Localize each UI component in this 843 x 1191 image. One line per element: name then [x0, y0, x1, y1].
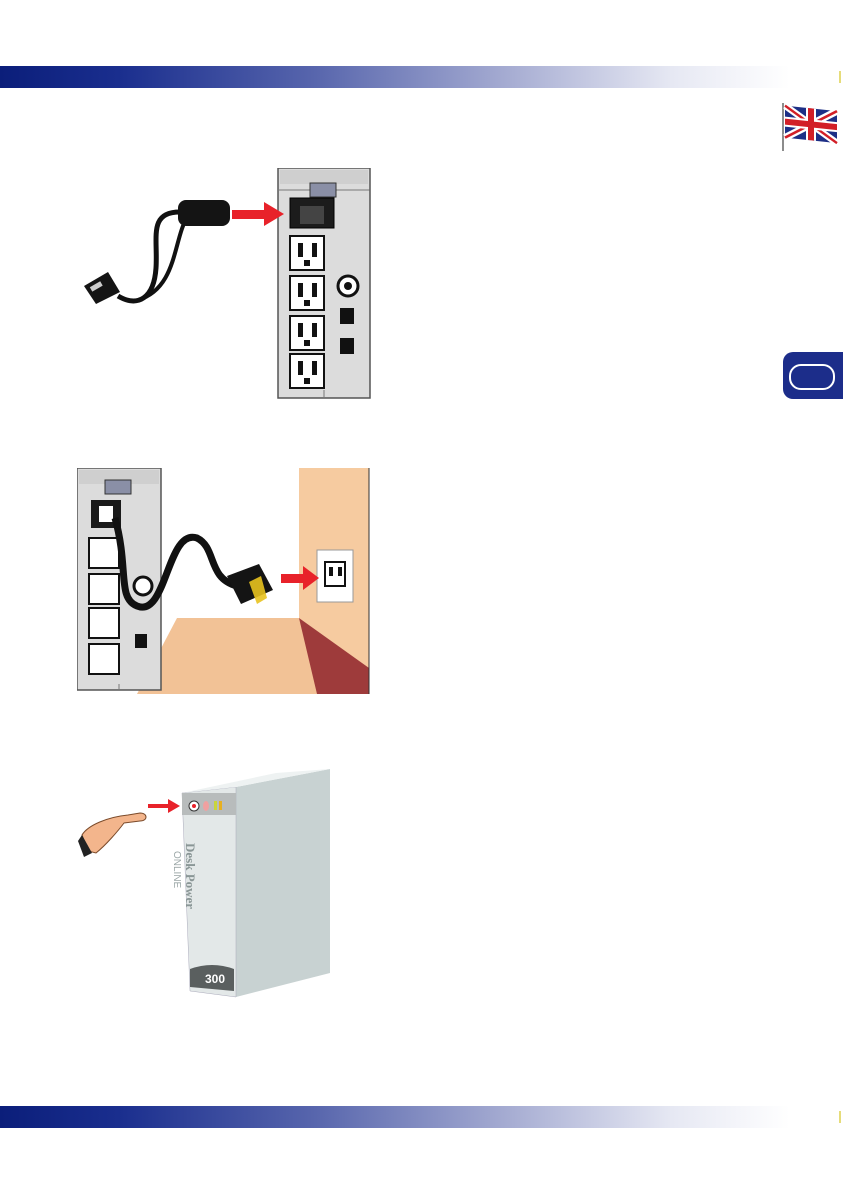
figure-wall-outlet — [77, 468, 372, 694]
insert-arrow — [232, 202, 284, 226]
header-band-gradient — [0, 66, 790, 88]
footer-band-tick — [839, 1111, 841, 1123]
footer-band — [0, 1106, 843, 1128]
language-tab-icon[interactable] — [783, 352, 843, 399]
wall-plug — [227, 564, 273, 604]
ups-label-online: ONLINE — [170, 851, 182, 951]
hand — [78, 813, 146, 857]
uk-flag-icon — [779, 101, 839, 151]
press-arrow — [148, 799, 180, 813]
footer-band-gradient — [0, 1106, 790, 1128]
figure-connect-cord — [78, 168, 378, 400]
ups-back-panel-2 — [77, 468, 161, 690]
figure-press-button: Desk Power ONLINE 300 — [78, 765, 358, 1000]
ups-illustration — [78, 765, 358, 1000]
tab-pill — [789, 364, 835, 390]
ups-back-panel — [278, 168, 370, 398]
header-band-tick — [839, 71, 841, 83]
power-cord — [84, 200, 230, 304]
ups-model-number: 300 — [198, 972, 232, 986]
header-band — [0, 66, 843, 88]
ups-label-desk-power: Desk Power — [184, 843, 198, 953]
